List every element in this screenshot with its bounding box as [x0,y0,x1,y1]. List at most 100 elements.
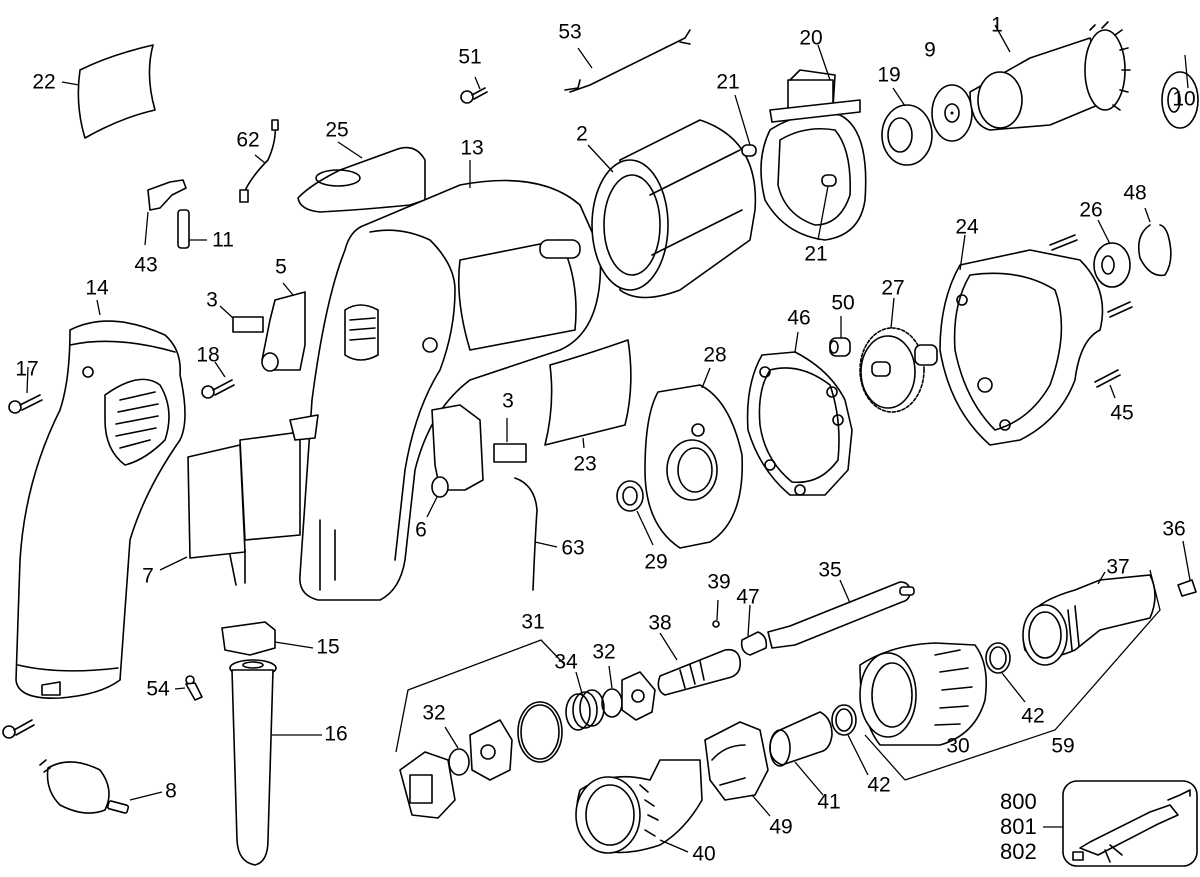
part-47-sleeve [740,604,768,656]
part-screw-right [1107,301,1133,318]
callout-30: 30 [946,734,970,758]
callout-42-right: 42 [1021,704,1045,728]
part-62-wire [239,119,279,203]
callout-50: 50 [831,291,855,315]
part-10-bearing [1161,54,1199,129]
part-48-retaining-ring [1137,207,1172,277]
part-24-gear-case [939,234,1104,446]
callout-62: 62 [236,128,260,152]
part-screw-upper [1049,234,1078,251]
callout-6: 6 [415,518,427,542]
callout-21-upper: 21 [716,70,740,94]
part-51-screw [460,76,488,104]
callout-46: 46 [787,306,811,330]
callout-43: 43 [134,253,158,277]
callout-11: 11 [212,228,234,252]
part-45-screw [1094,369,1121,399]
part-9-commutator [931,84,973,142]
part-50-bushing [829,316,851,357]
callout-37: 37 [1106,555,1130,579]
callout-22: 22 [32,70,56,94]
part-16-cord-boot [229,659,322,866]
part-54-terminal [174,675,203,701]
part-14-handle [15,299,186,699]
callout-13: 13 [460,136,484,160]
callout-7: 7 [142,564,154,588]
callout-53: 53 [558,20,582,44]
part-19-bearing [881,87,933,166]
part-42-ring-left [831,704,869,776]
part-8-suppressor [39,759,163,814]
part-43-clip [144,179,187,246]
callout-40: 40 [692,842,716,866]
callout-34: 34 [554,650,578,674]
part-31-bracket [395,639,566,753]
callout-5: 5 [275,255,287,279]
part-18-screw [201,361,235,399]
callout-32-right: 32 [592,640,616,664]
part-30-nosecone [859,642,988,746]
callout-9: 9 [924,38,936,62]
callout-59: 59 [1051,734,1075,758]
callout-47: 47 [736,585,760,609]
callout-19: 19 [877,63,901,87]
callout-48: 48 [1123,181,1147,205]
part-6-brush-holder [426,404,484,518]
part-49-ratchet [704,721,771,817]
part-42-ring-right [985,642,1026,703]
callout-63: 63 [561,536,585,560]
part-clutch-cam [469,719,513,781]
part-36-bit [1177,540,1197,597]
callout-45: 45 [1110,401,1134,425]
part-17-screw [8,366,43,414]
callout-1: 1 [991,13,1003,37]
part-29-washer [616,480,654,546]
part-13-housing [299,160,602,601]
part-screw-lower-left [2,719,35,739]
callout-3-upper: 3 [206,288,218,312]
callout-39: 39 [707,570,731,594]
part-27-gear [859,297,938,413]
callout-41: 41 [817,790,841,814]
kit-label-802: 802 [1000,839,1037,864]
kit-800-box [1043,780,1198,867]
part-3-brush-upper [219,305,264,333]
part-26-bearing [1093,219,1131,288]
part-25-cover [297,141,426,213]
callout-17: 17 [15,357,39,381]
callout-8: 8 [165,779,177,803]
callout-16: 16 [324,722,348,746]
callout-42-left: 42 [867,773,891,797]
part-21-pin-upper [734,94,757,157]
part-38-spindle [657,632,742,696]
part-7-switch [159,414,319,586]
part-35-shaft [767,579,915,649]
callout-54: 54 [146,677,170,701]
callout-29: 29 [644,550,668,574]
part-23-label-sheet [544,339,632,449]
callout-2: 2 [576,122,588,146]
part-63-wire [514,477,558,591]
callout-26: 26 [1079,198,1103,222]
callout-36: 36 [1162,517,1186,541]
callout-49: 49 [769,815,793,839]
part-21-pin-lower [817,174,837,241]
part-15-clip [221,621,314,656]
part-41-sleeve [769,711,833,796]
part-40-collar [575,759,703,854]
part-32-ring-left [444,726,470,776]
part-5-brush-holder [261,282,306,372]
part-clutch-nut [399,751,456,819]
callout-3-lower: 3 [502,389,514,413]
part-46-gasket [746,331,853,496]
callout-24: 24 [955,215,979,239]
callout-27: 27 [881,276,905,300]
part-53-spring [564,29,691,93]
part-37-locator [1022,571,1156,666]
callout-28: 28 [703,343,727,367]
callout-51: 51 [458,45,482,69]
callout-20: 20 [799,26,823,50]
kit-label-800: 800 [1000,789,1037,814]
